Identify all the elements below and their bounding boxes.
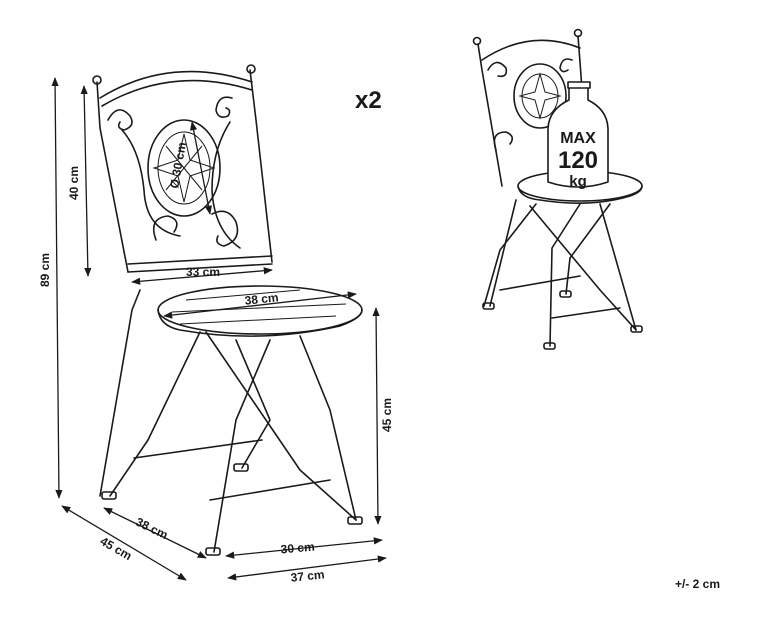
label-seat-depth: 38 cm [133,515,170,543]
mosaic-medallion [147,119,221,217]
scroll-bottom-left [152,215,178,241]
bottle-outline [547,85,609,188]
label-seat-diameter: 38 cm [244,290,279,307]
dim-line-medallion [190,121,212,215]
scroll-bottom-right [211,210,239,247]
dim-line-seat-diameter [163,291,357,319]
backrest-top-rail [99,70,253,99]
mosaic-medallion-2 [513,63,567,129]
backrest-top-rail-2 [481,39,581,61]
stretcher-front [209,479,331,501]
label-backrest-width: 33 cm [186,265,220,279]
label-footprint-width: 37 cm [290,567,325,584]
leg-front-left [213,339,271,553]
stretcher-back [133,439,263,459]
finial-right [246,64,256,74]
dim-line-footprint-width [227,555,387,581]
scroll-top-left [107,109,133,131]
dim-line-seat-height [372,307,382,525]
dim-line-footprint-depth [61,505,187,581]
dim-line-total-height [51,77,63,499]
foot-3 [347,516,363,525]
finial-left [92,75,102,85]
max-load-value: 120 [558,147,598,174]
scroll-top-right [215,96,233,118]
dim-line-backrest-width [131,267,273,285]
dimension-lines [51,77,387,581]
leg-cross-b [205,331,357,521]
chair-with-load [472,28,643,350]
label-total-height: 89 cm [38,253,52,287]
dim-line-backrest-height [80,85,92,277]
back-post-left-2 [477,43,503,187]
leg-back-right [235,339,271,469]
foot-1 [101,491,117,500]
foot-4 [205,547,221,556]
label-seat-height: 45 cm [380,398,394,432]
quantity-label: x2 [355,87,382,114]
label-leg-width: 30 cm [280,540,315,557]
max-load-unit: kg [569,173,587,190]
leg-front-right [299,335,357,521]
label-backrest-height: 40 cm [67,166,81,200]
chair-front-view [92,64,363,556]
back-post-left [96,81,129,273]
seat-rim [157,309,363,337]
tolerance-note: +/- 2 cm [675,577,720,591]
weight-bottle [547,81,609,188]
leg-back-left [99,289,141,497]
foot-2 [233,463,249,472]
dim-line-leg-width [225,537,383,559]
max-load-label: MAX [560,130,596,147]
backrest-bottom-rail [127,255,273,265]
leg-cross-a [109,331,201,497]
back-post-right [249,69,273,263]
